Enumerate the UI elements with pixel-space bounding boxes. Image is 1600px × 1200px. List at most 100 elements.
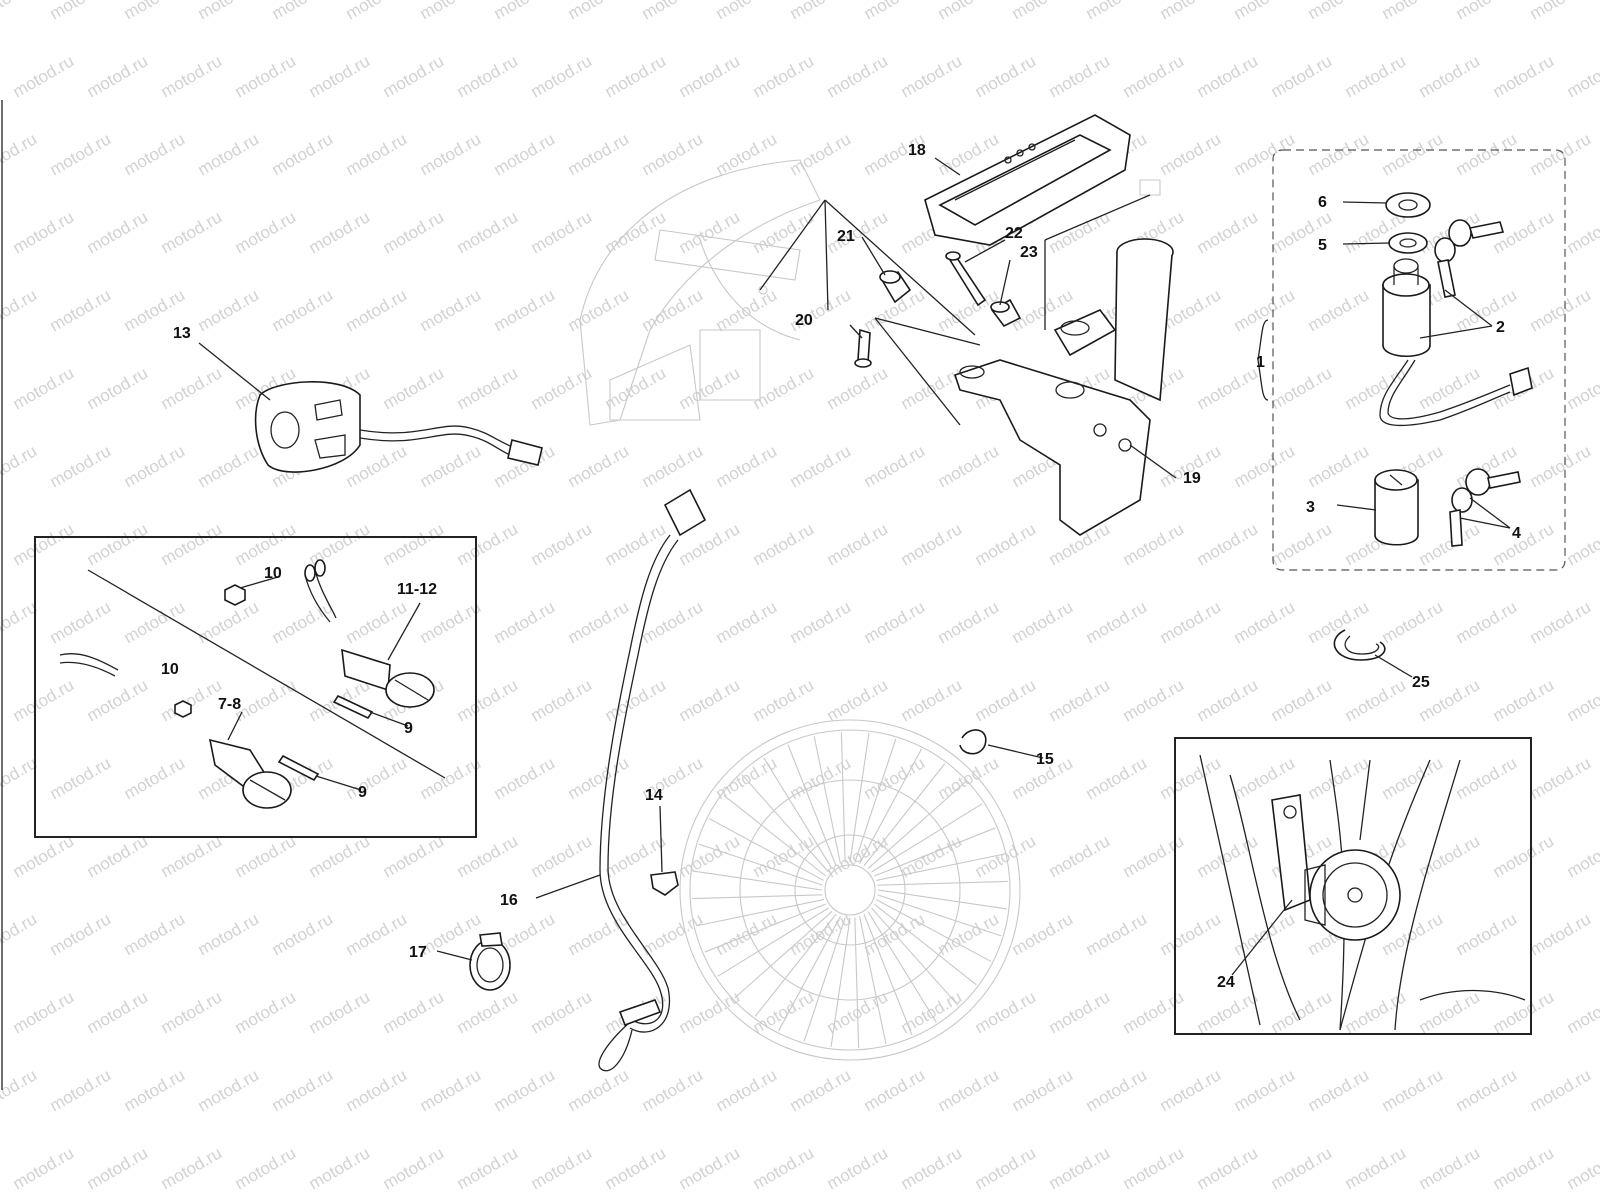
key-2 [1434, 219, 1505, 298]
watermark-text: motod.ru [491, 285, 559, 335]
wheel-spoke [778, 916, 841, 1032]
wheel-spoke [863, 763, 946, 867]
watermark-text: motod.ru [1305, 1065, 1373, 1115]
watermark-text: motod.ru [602, 675, 670, 725]
watermark-text: motod.ru [898, 987, 966, 1037]
watermark-text: motod.ru [1083, 0, 1151, 23]
watermark-text: motod.ru [713, 441, 781, 491]
watermark-text: motod.ru [1527, 597, 1595, 647]
watermark-text: motod.ru [1564, 519, 1600, 569]
indicator-rear-cable [59, 559, 337, 677]
watermark-text: motod.ru [935, 441, 1003, 491]
watermark-text: motod.ru [195, 597, 263, 647]
wheel-spoke [867, 781, 966, 869]
bolt-9 [277, 694, 374, 782]
circlip-15 [959, 729, 987, 755]
washer-5 [1388, 232, 1428, 254]
watermark-text: motod.ru [84, 1143, 152, 1193]
watermark-text: motod.ru [84, 987, 152, 1037]
watermark-text: motod.ru [158, 207, 226, 257]
watermark-text: motod.ru [639, 0, 707, 23]
watermark-text: motod.ru [750, 519, 818, 569]
watermark-text: motod.ru [1527, 1065, 1595, 1115]
watermark-text: motod.ru [1083, 597, 1151, 647]
watermark-text: motod.ru [787, 441, 855, 491]
watermark-text: motod.ru [639, 285, 707, 335]
wheel-spoke [867, 911, 937, 1023]
watermark-text: motod.ru [0, 129, 40, 179]
watermark-text: motod.ru [47, 753, 115, 803]
watermark-text: motod.ru [1416, 987, 1484, 1037]
watermark-text: motod.ru [10, 675, 78, 725]
watermark-text: motod.ru [1231, 441, 1299, 491]
wheel-spoke [859, 748, 922, 864]
watermark-text: motod.ru [269, 0, 337, 23]
wheel-spoke [859, 916, 887, 1044]
watermark-text: motod.ru [158, 1143, 226, 1193]
wheel-spoke [708, 818, 824, 881]
wheel-spoke [863, 914, 913, 1036]
watermark-text: motod.ru [417, 0, 485, 23]
nut-10 [174, 584, 246, 718]
watermark-text: motod.ru [306, 519, 374, 569]
watermark-text: motod.ru [1453, 597, 1521, 647]
watermark-text: motod.ru [1120, 987, 1188, 1037]
wheel-spoke [704, 903, 826, 953]
watermark-text: motod.ru [306, 207, 374, 257]
watermark-text: motod.ru [1231, 1065, 1299, 1115]
watermark-text: motod.ru [47, 0, 115, 23]
watermark-text: motod.ru [380, 831, 448, 881]
watermark-text: motod.ru [232, 831, 300, 881]
callout-17: 17 [409, 944, 427, 961]
watermark-text: motod.ru [10, 987, 78, 1037]
watermark-text: motod.ru [343, 1065, 411, 1115]
watermark-text: motod.ru [565, 129, 633, 179]
hose-clamp-17 [469, 932, 511, 991]
watermark-text: motod.ru [972, 1143, 1040, 1193]
watermark-text: motod.ru [84, 51, 152, 101]
watermark-text: motod.ru [898, 51, 966, 101]
watermark-text: motod.ru [1305, 129, 1373, 179]
watermark-text: motod.ru [1120, 519, 1188, 569]
callout-10a: 10 [264, 565, 282, 582]
watermark-text: motod.ru [417, 597, 485, 647]
watermark-text: motod.ru [639, 597, 707, 647]
watermark-text: motod.ru [491, 753, 559, 803]
watermark-text: motod.ru [47, 1065, 115, 1115]
watermark-text: motod.ru [417, 753, 485, 803]
watermark-text: motod.ru [158, 363, 226, 413]
watermark-text: motod.ru [1120, 1143, 1188, 1193]
watermark-text: motod.ru [1009, 909, 1077, 959]
watermark-text: motod.ru [1527, 285, 1595, 335]
watermark-text: motod.ru [750, 207, 818, 257]
watermark-text: motod.ru [1157, 753, 1225, 803]
wheel-spoke [754, 913, 837, 1017]
wheel-spoke [871, 803, 983, 873]
snap-ring-25 [1333, 629, 1386, 661]
wheel-spoke [830, 917, 851, 1047]
callout-3: 3 [1306, 499, 1315, 516]
watermark-text: motod.ru [10, 831, 78, 881]
screw-22 [945, 251, 987, 307]
watermark-text: motod.ru [1268, 519, 1336, 569]
watermark-text: motod.ru [713, 0, 781, 23]
wheel-spoke [854, 738, 897, 863]
watermark-text: motod.ru [1231, 0, 1299, 23]
watermark-text: motod.ru [1083, 909, 1151, 959]
watermark-text: motod.ru [47, 285, 115, 335]
grommet-23 [990, 298, 1022, 328]
watermark-text: motod.ru [1305, 441, 1373, 491]
watermark-text: motod.ru [713, 597, 781, 647]
watermark-text: motod.ru [84, 207, 152, 257]
watermark-text: motod.ru [380, 519, 448, 569]
horn-inset [1174, 737, 1532, 1035]
watermark-text: motod.ru [1564, 987, 1600, 1037]
watermark-text: motod.ru [565, 597, 633, 647]
key-4 [1449, 468, 1521, 547]
watermark-text: motod.ru [1231, 597, 1299, 647]
callout-21: 21 [837, 228, 855, 245]
watermark-text: motod.ru [1453, 909, 1521, 959]
wheel-spoke [717, 907, 829, 977]
watermark-text: motod.ru [454, 1143, 522, 1193]
